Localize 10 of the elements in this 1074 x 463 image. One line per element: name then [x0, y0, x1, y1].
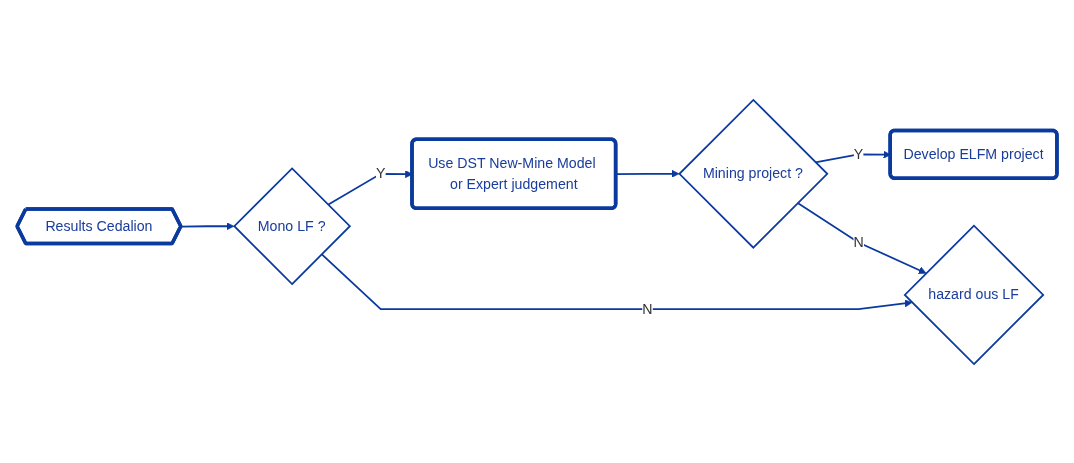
arrow	[180, 221, 235, 230]
arrow	[320, 252, 913, 310]
node-diamond: Mono LF ?	[233, 166, 352, 285]
edge-label: Y	[375, 165, 386, 181]
node-diamond: hazard ous LF	[903, 224, 1045, 365]
node-diamond: Mining project ?	[678, 98, 829, 249]
arrow	[796, 201, 927, 274]
edge-label: Y	[853, 145, 864, 161]
edge-label: N	[853, 234, 864, 250]
edge-label: N	[642, 300, 653, 316]
